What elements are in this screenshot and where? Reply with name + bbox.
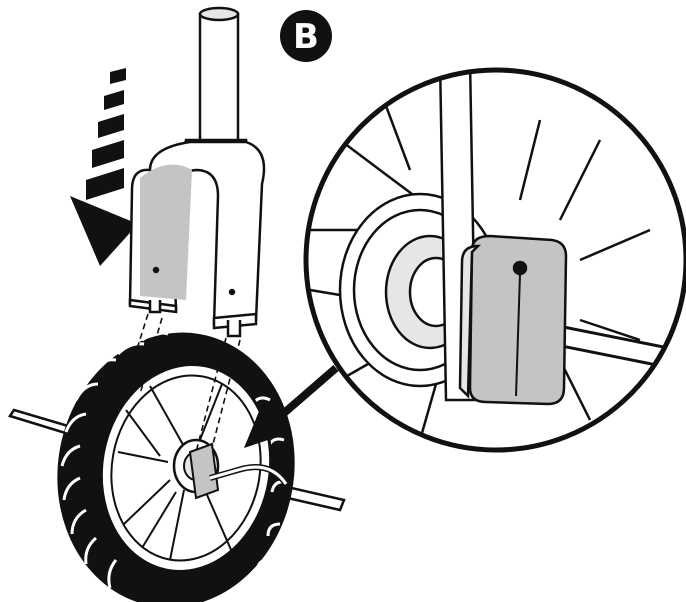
front-wheel-icon — [57, 331, 295, 602]
detail-magnifier-icon — [303, 67, 686, 453]
downward-motion-arrow-icon — [70, 68, 138, 266]
front-fork-icon — [128, 6, 266, 338]
alignment-guides — [123, 313, 241, 453]
step-badge-label: B — [293, 17, 319, 57]
callout-pointer-arrow-icon — [244, 364, 339, 448]
step-badge: B — [280, 10, 332, 62]
